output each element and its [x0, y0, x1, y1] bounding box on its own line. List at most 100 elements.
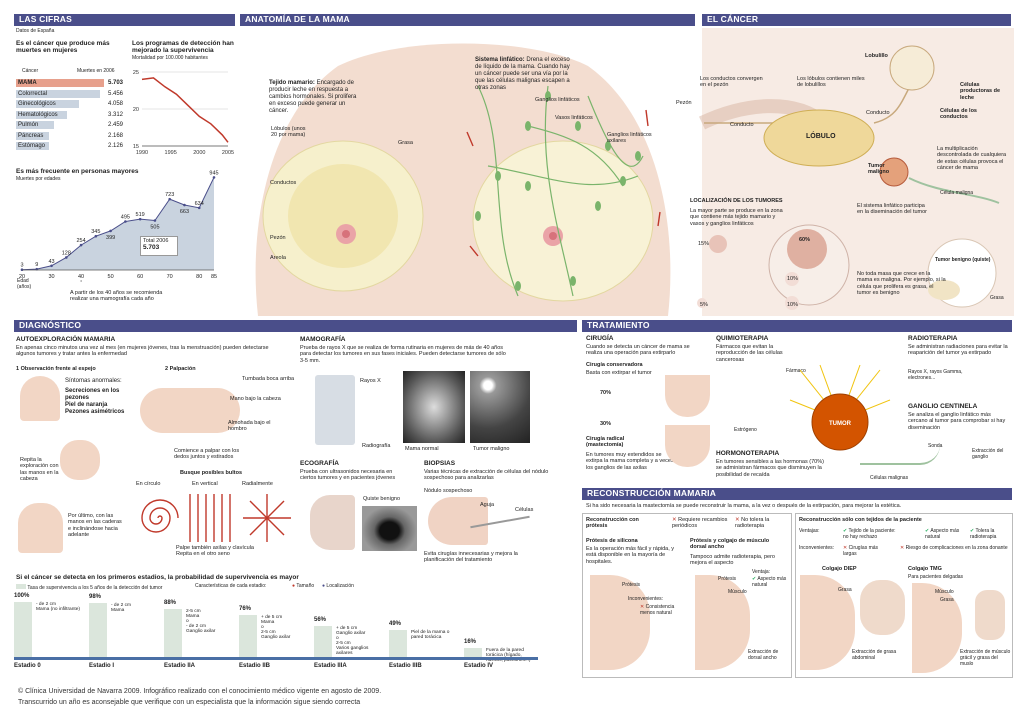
eco-title: ECOGRAFÍA	[300, 460, 339, 467]
cir-text: Cuando se detecta un cáncer de mama se r…	[586, 344, 690, 357]
sil-text: Es la operación más fácil y rápida, y es…	[586, 546, 675, 565]
deaths-value-label: 5.456	[108, 90, 124, 97]
section-header-cifras: LAS CIFRAS	[14, 14, 235, 26]
benigno-text: No toda masa que crece en la mama es mal…	[857, 271, 946, 296]
palpation-patterns	[141, 494, 291, 542]
age-point	[183, 203, 186, 207]
normal-label: Mama normal	[405, 446, 439, 452]
chart2-title: Los programas de detección han mejorado …	[132, 40, 234, 55]
age-data-label: 9	[35, 262, 38, 268]
age-point	[94, 234, 98, 238]
v2: ✔ Aspecto más natural	[925, 528, 960, 540]
total-value: 5.703	[143, 244, 160, 252]
footer-line2: Transcurrido un año es aconsejable que v…	[18, 699, 361, 706]
chart1-title: Es el cáncer que produce más muertes en …	[16, 40, 110, 55]
comience-label: Comience a palpar con los dedos juntos y…	[174, 448, 240, 461]
diep-title: Colgajo DIEP	[822, 566, 857, 572]
mamo-title: MAMOGRAFÍA	[300, 336, 346, 343]
stage-name: Estadio IV	[464, 663, 494, 669]
mortality-line	[141, 77, 229, 143]
deaths-category-label: Colorrectal	[18, 90, 48, 97]
age-data-label: 254	[76, 238, 85, 244]
tumbada-label: Tumbada boca arriba	[242, 376, 295, 382]
col-cancer: Cáncer	[22, 68, 39, 74]
stage-info: - de 2 cm Mama (no infiltrante)	[36, 602, 80, 613]
conducto2-label: Conducto	[866, 110, 890, 116]
tejido-label: Tejido mamario: Encargado de producir le…	[269, 80, 361, 114]
stage-bar	[389, 630, 407, 657]
radio-rays: Rayos X, rayos Gamma, electrones...	[908, 369, 963, 381]
col-deaths: Muertes en 2006	[77, 68, 115, 74]
celulas-label: Células	[515, 507, 534, 513]
vertical-label: En vertical	[192, 481, 218, 487]
woman-figure-1	[20, 376, 60, 421]
stage-info: + de 5 cm Ganglio axilar o 2-5 cm Varios…	[336, 626, 369, 657]
deaths-value-label: 5.703	[108, 80, 124, 86]
stage-name: Estadio I	[89, 663, 115, 669]
pezon-label: Pezón	[270, 235, 286, 241]
vertical-pattern-icon	[189, 494, 231, 542]
sil-title: Prótesis de silicona	[586, 538, 638, 544]
age-axis-label: Edad (años)	[17, 278, 32, 290]
radial-pattern-icon	[243, 494, 291, 542]
total-label: Total 2006	[143, 238, 169, 244]
repita-text: Repita la exploración con las manos en l…	[20, 457, 59, 482]
consistencia: ✕ Consistencia menos natural	[640, 604, 675, 616]
y-tick-label: 15	[133, 144, 139, 150]
qui-title: QUIMIOTERAPIA	[716, 335, 769, 342]
vasos-label: Vasos linfáticos	[555, 115, 593, 121]
tumor-label: TUMOR	[829, 421, 852, 427]
cons-text: Basta con extirpar el tumor	[586, 370, 652, 376]
biopsy-breast	[428, 497, 488, 545]
stage-percent: 100%	[14, 593, 30, 599]
survival-chart: 100% - de 2 cm Mama (no infiltrante) Estad…	[14, 593, 544, 674]
stage-name: Estadio IIIB	[389, 663, 422, 669]
x-tick-label: 1995	[165, 150, 177, 156]
axilares-label: Ganglios linfáticos axilares	[607, 132, 652, 145]
evita-text: Evita cirugías innecesarias y mejora la …	[424, 551, 518, 564]
auto-text: En apenas cinco minutos una vez al mes (…	[16, 345, 269, 358]
celulas-malignas-label: Células malignas	[870, 475, 909, 481]
age-data-label: 43	[48, 259, 54, 265]
horm-title: HORMONOTERAPIA	[716, 450, 780, 457]
woman-figure-2	[60, 440, 100, 480]
linf-label: Sistema linfático: Drena el exceso de lí…	[475, 57, 575, 91]
estrogeno-label: Estrógeno	[734, 427, 757, 433]
loc-10b	[785, 296, 799, 310]
incon-label: Inconvenientes:	[799, 545, 835, 551]
surv-loc-legend: ● Localización	[322, 583, 354, 589]
x-tick-label: 20	[19, 274, 25, 280]
section-header-anatomia: ANATOMÍA DE LA MAMA	[240, 14, 695, 26]
thigh-figure	[975, 590, 1005, 640]
stage-name: Estadio IIA	[164, 663, 196, 669]
stage-name: Estadio IIIA	[314, 663, 347, 669]
deaths-value-label: 4.058	[108, 101, 124, 107]
x-tick-label: 2000	[193, 150, 205, 156]
surv-legend2: Características de cada estadio:	[195, 583, 267, 589]
rad-title: Cirugía radical (mastectomía)	[586, 436, 625, 449]
pct-5: 5%	[700, 302, 708, 308]
age-line	[21, 177, 215, 271]
multiplicacion-text: La multiplicación descontrolada de cualq…	[937, 146, 1007, 171]
deaths-value-label: 2.459	[108, 122, 124, 128]
age-data-label: 3	[20, 263, 23, 269]
cir-title: CIRUGÍA	[586, 335, 614, 342]
areola-label: Areola	[270, 255, 286, 261]
pct-60: 60%	[799, 237, 811, 243]
protesis-label: Prótesis	[622, 582, 641, 588]
age-data-label: 505	[150, 225, 159, 231]
consistencia-text: Consistencia menos natural	[640, 604, 675, 616]
diep-breast	[800, 575, 855, 670]
v1-text: Tejido de la paciente: no hay rechazo	[843, 528, 896, 540]
benigno-label: Tumor benigno (quiste)	[935, 257, 991, 263]
deaths-category-label: Páncreas	[18, 132, 44, 139]
age-point	[124, 220, 127, 223]
stage-percent: 76%	[239, 606, 252, 613]
v3-text: Tolera la radioterapia	[970, 528, 997, 540]
y-tick-label: 20	[133, 107, 139, 113]
circle-pattern-icon	[141, 499, 179, 533]
